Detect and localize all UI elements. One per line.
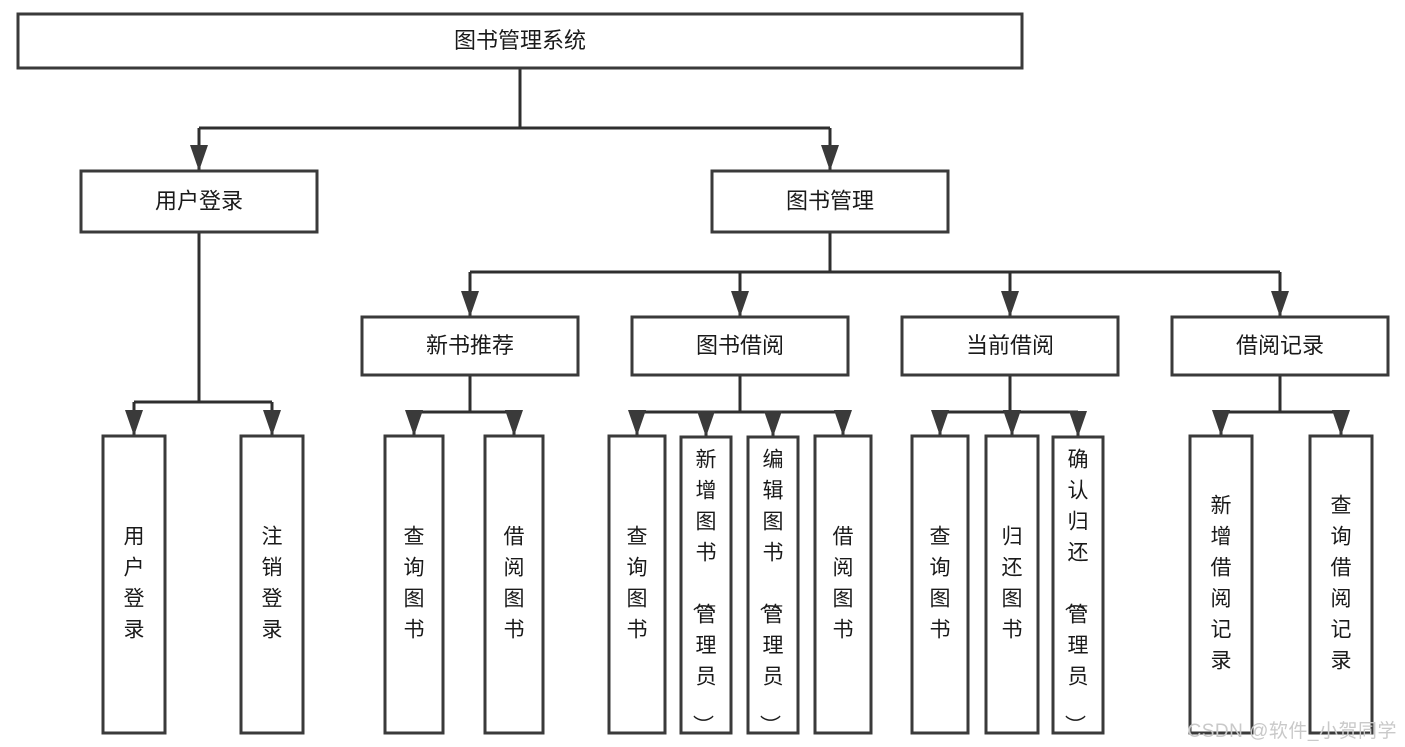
arrow-head-icon (1003, 410, 1021, 436)
node-leaf-query-book-rec-box (383, 434, 445, 735)
node-leaf-edit-book-box (746, 435, 800, 735)
node-borrow-record-box (1170, 315, 1390, 377)
node-leaf-query-book-rec[interactable]: 查询图书 (383, 434, 445, 735)
node-leaf-borrow-book-label: 借阅图书 (833, 526, 854, 642)
arrow-head-icon (1001, 291, 1019, 317)
node-leaf-edit-book[interactable]: 编辑图书（管理员） (746, 435, 800, 736)
node-borrow-record-label: 借阅记录 (1236, 333, 1324, 358)
arrow-head-icon (263, 410, 281, 436)
node-leaf-add-record-label: 新增借阅记录 (1211, 495, 1232, 673)
node-current-borrow-label: 当前借阅 (966, 333, 1054, 358)
node-leaf-confirm-return-label: 确认归还（管理员） (1063, 449, 1089, 736)
node-leaf-query-book-borrow[interactable]: 查询图书 (607, 434, 667, 735)
node-leaf-add-book[interactable]: 新增图书（管理员） (679, 435, 733, 736)
arrow-head-icon (931, 410, 949, 436)
node-book-manage-box (710, 169, 950, 234)
node-leaf-add-record-box (1188, 434, 1254, 735)
node-leaf-return-book-label: 归还图书 (1002, 526, 1023, 642)
node-user-login-box (79, 169, 319, 234)
arrow-head-icon (405, 410, 423, 436)
node-new-book-rec-box (360, 315, 580, 377)
node-leaf-confirm-return-box (1051, 435, 1105, 735)
nodes-layer: 图书管理系统用户登录图书管理新书推荐图书借阅当前借阅借阅记录用户登录注销登录查询… (16, 12, 1390, 736)
node-leaf-query-book-borrow-box (607, 434, 667, 735)
node-leaf-add-record[interactable]: 新增借阅记录 (1188, 434, 1254, 735)
node-leaf-add-book-label: 新增图书（管理员） (691, 449, 717, 736)
node-leaf-borrow-book-box (813, 434, 873, 735)
node-root-system-box (16, 12, 1024, 70)
node-book-manage[interactable]: 图书管理 (710, 169, 950, 234)
node-leaf-query-record[interactable]: 查询借阅记录 (1308, 434, 1374, 735)
node-leaf-query-book-cur[interactable]: 查询图书 (910, 434, 970, 735)
csdn-watermark: CSDN @软件_小贺同学 (1187, 721, 1397, 742)
arrow-head-icon (190, 145, 208, 171)
arrow-head-icon (1332, 410, 1350, 436)
arrow-head-icon (1212, 410, 1230, 436)
node-leaf-query-record-box (1308, 434, 1374, 735)
node-borrow-record[interactable]: 借阅记录 (1170, 315, 1390, 377)
node-leaf-user-logout-label: 注销登录 (262, 526, 283, 642)
node-book-manage-label: 图书管理 (786, 188, 874, 213)
node-leaf-user-login-label: 用户登录 (124, 526, 145, 642)
arrow-head-icon (125, 410, 143, 436)
edges-layer (125, 68, 1350, 437)
node-leaf-query-book-cur-box (910, 434, 970, 735)
node-leaf-borrow-book-rec-label: 借阅图书 (504, 526, 525, 642)
node-leaf-query-book-rec-label: 查询图书 (404, 526, 425, 642)
node-leaf-user-logout[interactable]: 注销登录 (239, 434, 305, 735)
node-user-login-label: 用户登录 (155, 188, 243, 213)
node-leaf-confirm-return[interactable]: 确认归还（管理员） (1051, 435, 1105, 736)
node-book-borrow-box (630, 315, 850, 377)
node-root-system[interactable]: 图书管理系统 (16, 12, 1024, 70)
node-leaf-user-login-box (101, 434, 167, 735)
arrow-head-icon (461, 291, 479, 317)
node-new-book-rec[interactable]: 新书推荐 (360, 315, 580, 377)
node-book-borrow-label: 图书借阅 (696, 333, 784, 358)
node-leaf-borrow-book-rec[interactable]: 借阅图书 (483, 434, 545, 735)
node-leaf-query-book-borrow-label: 查询图书 (627, 526, 648, 642)
node-user-login[interactable]: 用户登录 (79, 169, 319, 234)
node-leaf-add-book-box (679, 435, 733, 735)
arrow-head-icon (697, 411, 715, 437)
arrow-head-icon (1069, 411, 1087, 437)
node-leaf-return-book[interactable]: 归还图书 (984, 434, 1040, 735)
node-leaf-user-login[interactable]: 用户登录 (101, 434, 167, 735)
arrow-head-icon (505, 410, 523, 436)
node-leaf-borrow-book-rec-box (483, 434, 545, 735)
node-leaf-edit-book-label: 编辑图书（管理员） (758, 449, 784, 736)
node-leaf-return-book-box (984, 434, 1040, 735)
arrow-head-icon (764, 411, 782, 437)
node-leaf-user-logout-box (239, 434, 305, 735)
node-leaf-borrow-book[interactable]: 借阅图书 (813, 434, 873, 735)
node-current-borrow[interactable]: 当前借阅 (900, 315, 1120, 377)
node-leaf-query-book-cur-label: 查询图书 (930, 526, 951, 642)
arrow-head-icon (834, 410, 852, 436)
node-leaf-query-record-label: 查询借阅记录 (1331, 495, 1352, 673)
arrow-head-icon (821, 145, 839, 171)
arrow-head-icon (628, 410, 646, 436)
node-new-book-rec-label: 新书推荐 (426, 333, 514, 358)
node-current-borrow-box (900, 315, 1120, 377)
node-book-borrow[interactable]: 图书借阅 (630, 315, 850, 377)
arrow-head-icon (731, 291, 749, 317)
node-root-system-label: 图书管理系统 (454, 28, 586, 53)
arrow-head-icon (1271, 291, 1289, 317)
